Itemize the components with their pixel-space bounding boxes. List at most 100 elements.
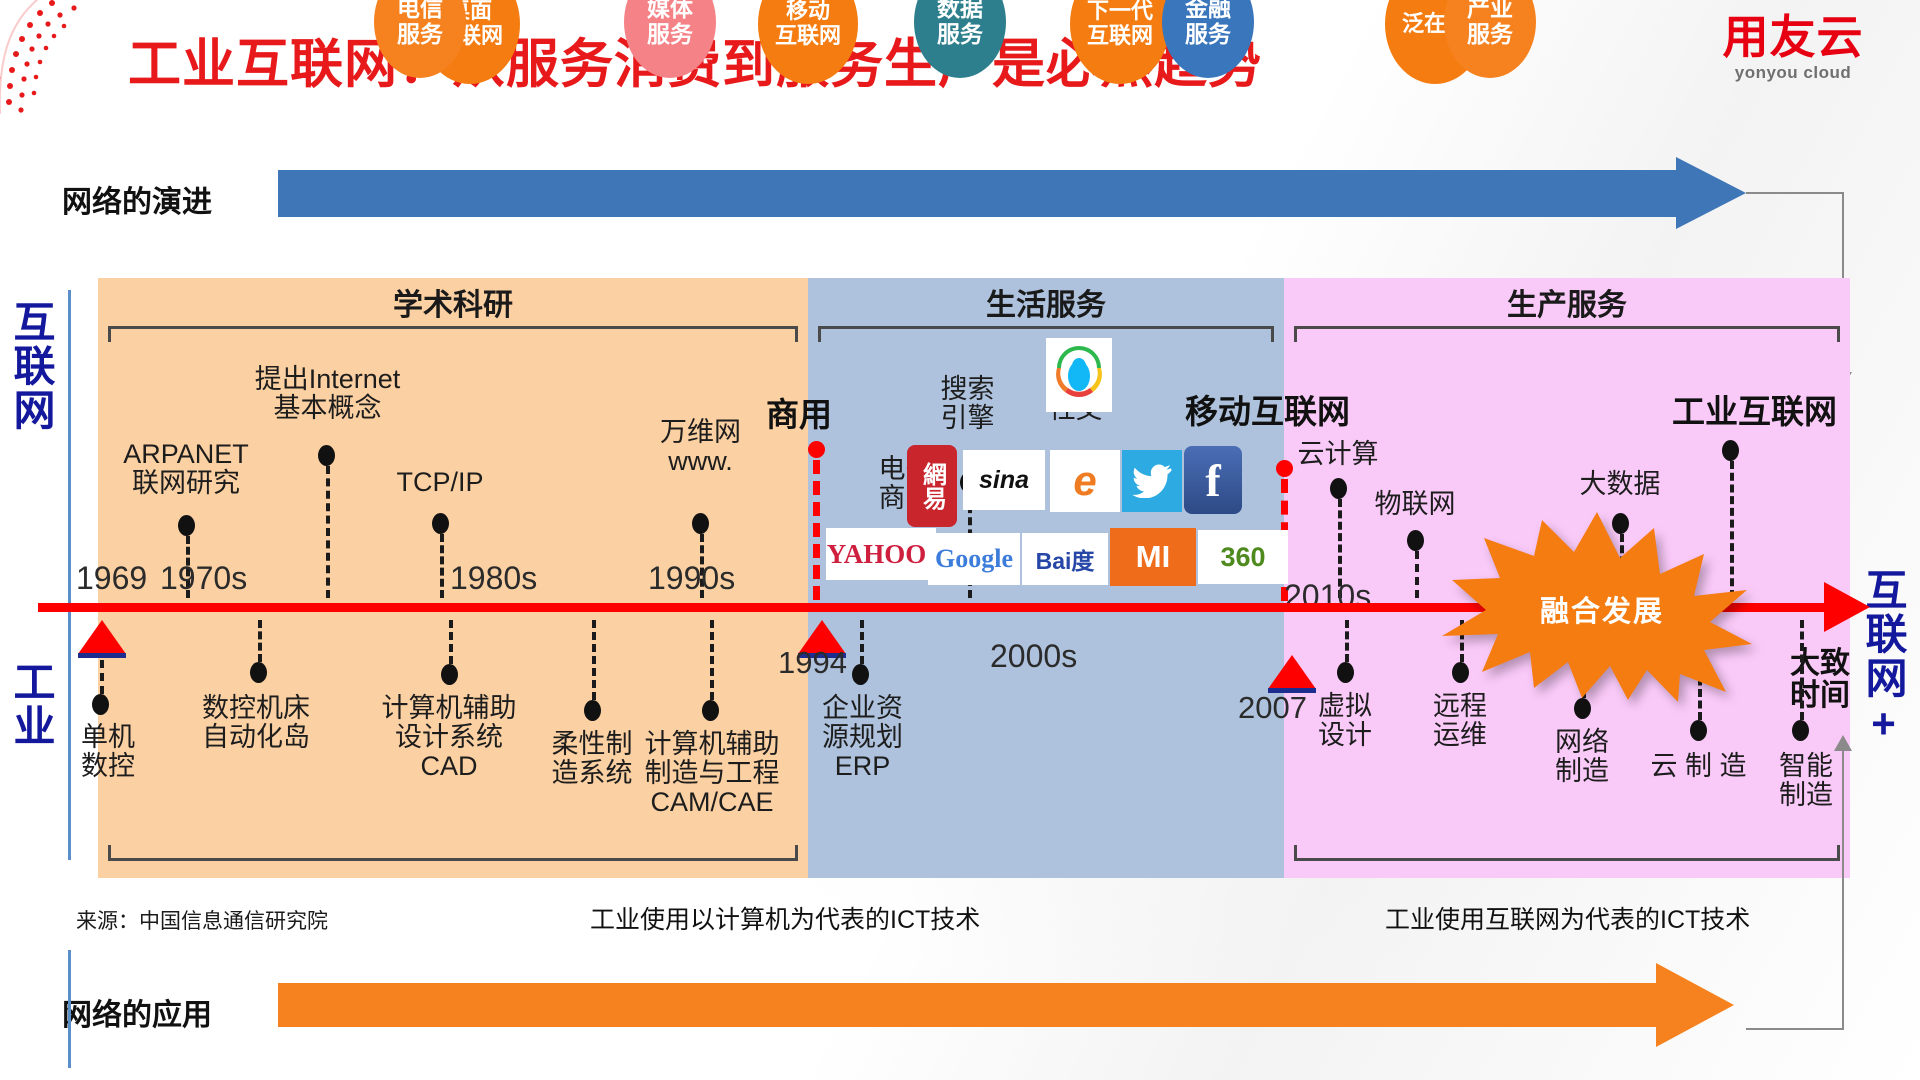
caption-left: 工业使用以计算机为代表的ICT技术 [590,906,981,934]
side-label-internet: 互联网 [8,300,55,432]
event-dot-internet-concept [318,445,335,466]
application-arrow-shaft [278,983,1658,1027]
brand-logo-en: yonyou cloud [1734,62,1852,82]
band-head-production: 生产服务 [1507,289,1627,322]
side-label-approx-time: 大致时间 [1790,647,1850,712]
right-guide-bottom-arrow [1834,735,1852,751]
row-label-evolution: 网络的演进 [62,186,212,219]
ind-dot-remote-ops [1452,662,1469,683]
ind-dot-cad [441,664,458,685]
year-1990s: 1990s [648,560,736,596]
ind-dash-erp [860,620,864,664]
event-dash-industrial-internet [1730,461,1734,598]
xiaomi-logo: MI [1110,528,1196,586]
event-dot-cloud-computing [1330,478,1347,499]
brand-logo-cn: 用友云 [1722,11,1864,63]
ind-dash-remote-ops [1460,620,1464,662]
ind-dot-smart-mfg [1792,720,1809,741]
360-logo: 360 [1198,530,1288,584]
application-arrow-head [1656,963,1734,1047]
ind-dash-danji [100,660,104,694]
marker-triangle-1994 [798,620,846,654]
band-head-academic: 学术科研 [393,289,513,322]
year-1970s: 1970s [160,560,248,596]
evolution-arrow-head [1676,157,1746,229]
red-marker-dot-1994 [808,441,825,458]
ind-label-danji: 单机数控 [81,722,135,782]
event-dot-industrial-internet [1722,440,1739,461]
alibaba-logo: e [1050,450,1120,512]
event-label-cloud-computing: 云计算 [1297,439,1379,469]
bottom-axis-line [68,950,71,1068]
main-timeline [38,603,1828,612]
right-guide-top [1746,192,1844,194]
fusion-starburst-label: 融合发展 [1540,596,1665,628]
twitter-logo [1122,450,1182,512]
side-label-industry: 工业 [8,660,55,748]
evolution-arrow-shaft [278,170,1678,217]
year-1980s: 1980s [450,560,538,596]
qq-logo [1046,338,1112,412]
left-axis-line [68,290,71,860]
ind-label-fms: 柔性制造系统 [551,729,633,789]
event-dash-internet-concept [326,466,330,598]
event-dot-bigdata [1612,513,1629,534]
ind-dot-danji [92,694,109,715]
ind-label-cnc: 数控机床自动化岛 [202,693,310,753]
event-dash-tcpip [440,534,444,598]
qq-penguin-icon [1055,346,1103,404]
heading-commercial: 商用 [766,396,832,433]
right-guide-bottom-vertical [1842,740,1844,1030]
ind-dash-virtual-design [1345,620,1349,662]
bracket-life [818,326,1274,342]
event-dash-cloud-computing [1338,499,1342,598]
red-dash-1994 [813,460,820,600]
ind-dash-fms [592,620,596,700]
caption-right: 工业使用互联网为代表的ICT技术 [1385,906,1751,934]
ind-dot-virtual-design [1337,662,1354,683]
event-dot-iot [1407,530,1424,551]
year-2000s: 2000s [990,638,1078,674]
marker-triangle-base-1969 [78,653,126,658]
ind-dot-cam [702,700,719,721]
bracket-b-production [1294,845,1840,861]
event-dash-iot [1415,551,1419,598]
heading-mobile-internet: 移动互联网 [1185,393,1350,430]
ind-label-cloud-mfg: 云 制 造 [1650,751,1747,781]
ind-dot-cloud-mfg [1690,720,1707,741]
marker-triangle-base-1994 [798,653,846,658]
ind-dash-cam [710,620,714,700]
netease-logo: 網易 [907,445,957,527]
marker-triangle-2007 [1268,655,1316,689]
red-marker-dot-2007 [1276,460,1293,477]
event-label-bigdata: 大数据 [1579,469,1661,499]
evolution-arrow [278,157,1746,229]
main-timeline-arrow [1824,582,1870,632]
google-logo: Google [928,533,1020,585]
twitter-bird-icon [1132,464,1172,498]
ind-label-remote-ops: 远程运维 [1433,691,1487,751]
ind-dot-fms [584,700,601,721]
bracket-b-academic [108,845,798,861]
marker-triangle-1969 [78,620,126,654]
decorative-dot-swirl [0,0,77,114]
application-arrow [278,963,1746,1047]
ind-dot-erp [852,664,869,685]
event-dot-arpanet [178,515,195,536]
event-label-tcpip: TCP/IP [396,467,484,497]
event-dot-www [692,513,709,534]
band-academic [98,278,808,878]
band-head-life: 生活服务 [986,289,1106,322]
source-note: 来源：中国信息通信研究院 [76,910,328,933]
sina-logo: sina [963,450,1045,510]
ind-label-virtual-design: 虚拟设计 [1318,691,1372,751]
brand-logo: 用友云 yonyou cloud [1688,14,1898,83]
ind-dash-cad [449,620,453,664]
